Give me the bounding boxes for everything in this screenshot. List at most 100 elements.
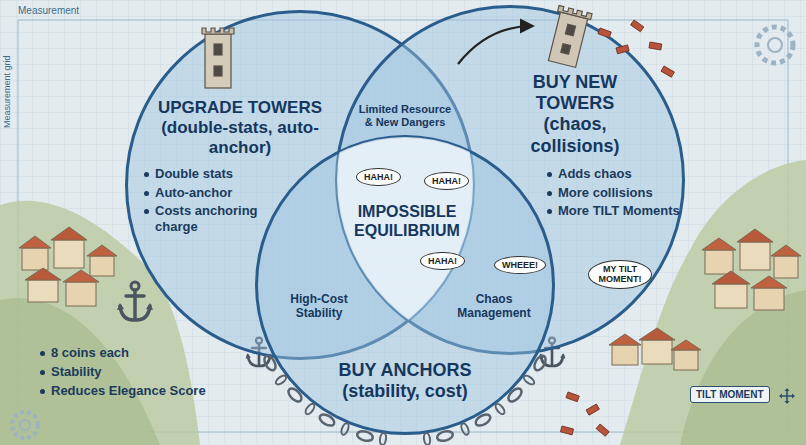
illustration-rect <box>774 256 798 278</box>
bullet-list: Double statsAuto-anchorCosts anchoring c… <box>142 166 270 234</box>
illustration-polygon <box>51 227 87 240</box>
illustration-polygon <box>63 270 99 282</box>
illustration-rect <box>205 34 231 88</box>
illustration-ellipse <box>286 386 304 404</box>
tag-label: TILT MOMENT <box>690 386 770 403</box>
illustration-path <box>780 389 794 403</box>
illustration-rect <box>586 404 599 415</box>
bullet-point: Costs anchoring charge <box>142 203 270 234</box>
illustration-polygon <box>702 238 736 250</box>
bullet-point: Double stats <box>142 166 270 182</box>
illustration-ellipse <box>356 430 374 443</box>
illustration-rect <box>705 250 733 274</box>
illustration-ellipse <box>506 386 524 404</box>
circle-heading: BUY NEW TOWERS (chaos, collisions) <box>505 72 645 157</box>
illustration-ellipse <box>423 433 431 445</box>
illustration-polygon <box>771 245 801 256</box>
center-label: IMPOSSIBLE EQUILIBRIUM <box>352 202 462 240</box>
anchor-chain <box>262 354 548 445</box>
speech-bubble: MY TILT MOMENT! <box>588 260 652 289</box>
illustration-ellipse <box>474 412 492 428</box>
illustration-ellipse <box>262 354 278 372</box>
illustration-path <box>779 388 795 404</box>
illustration-rect <box>596 424 609 436</box>
illustration-rect <box>66 282 96 306</box>
circle-heading: UPGRADE TOWERS (double-stats, auto-ancho… <box>152 98 328 158</box>
illustration-use <box>117 282 153 320</box>
circle-heading: BUY ANCHORS (stability, cost) <box>315 360 495 402</box>
illustration-rect <box>90 256 114 276</box>
illustration-rect <box>565 24 575 36</box>
illustration-rect <box>54 240 84 268</box>
bullet-point: Adds chaos <box>545 166 680 182</box>
region-label: Chaos Management <box>452 292 536 321</box>
corner-label: Measurement <box>18 5 79 16</box>
illustration-polygon <box>737 229 773 242</box>
illustration-ellipse <box>379 433 387 445</box>
tilt-icon <box>779 388 795 404</box>
illustration-polygon <box>712 271 750 284</box>
illustration-ellipse <box>436 430 454 443</box>
bullet-point: 8 coins each <box>38 345 129 361</box>
illustration-polygon <box>639 328 675 340</box>
illustration-rect <box>631 20 644 32</box>
illustration-path <box>202 28 234 34</box>
illustration-polygon <box>25 268 61 280</box>
illustration-polygon <box>671 340 701 350</box>
illustration-polygon <box>87 245 117 256</box>
illustration-rect <box>561 44 571 55</box>
bullet-list: Adds chaosMore collisionsMore TILT Momen… <box>545 166 680 219</box>
illustration-circle <box>257 137 553 433</box>
illustration-ellipse <box>340 422 350 435</box>
illustration-rect <box>566 392 579 402</box>
bullet-point: Reduces Elegance Score <box>38 383 206 399</box>
illustration-rect <box>674 350 698 370</box>
illustration-polygon <box>609 334 641 345</box>
illustration-path <box>680 290 806 445</box>
illustration-polygon <box>751 276 787 288</box>
bullet-point: Stability <box>38 364 102 380</box>
illustration-rect <box>754 288 784 310</box>
bullet-point: More TILT Moments <box>545 203 680 219</box>
illustration-ellipse <box>494 402 506 415</box>
illustration-rect <box>214 44 222 55</box>
illustration-path <box>558 6 592 20</box>
illustration-rect <box>598 28 611 38</box>
illustration-ellipse <box>460 422 470 435</box>
leaning-tower <box>546 6 593 69</box>
region-label: High-Cost Stability <box>278 292 360 321</box>
venn-circle-shape <box>257 137 554 434</box>
illustration-g <box>257 137 553 433</box>
illustration-ellipse <box>318 412 336 428</box>
bullet-point: Auto-anchor <box>142 185 270 201</box>
illustration-rect <box>649 42 662 50</box>
stone-tower <box>202 28 234 88</box>
illustration-rect <box>22 248 48 270</box>
illustration-rect <box>740 242 770 270</box>
illustration-rect <box>616 45 629 54</box>
illustration-circle <box>20 420 30 430</box>
illustration-rect <box>661 66 674 77</box>
region-label: Limited Resource & New Dangers <box>355 103 455 129</box>
illustration-rect <box>560 426 573 435</box>
illustration-rect <box>214 66 222 76</box>
illustration-ellipse <box>304 402 316 415</box>
flying-bricks <box>560 20 674 436</box>
axis-label: Measurement grid <box>3 55 13 128</box>
illustration-ellipse <box>522 374 535 386</box>
illustration-ellipse <box>274 374 287 386</box>
illustration-polygon <box>19 236 51 248</box>
illustration-rect <box>548 12 587 67</box>
illustration-rect <box>642 340 672 364</box>
illustration-ellipse <box>532 354 548 372</box>
illustration-rect <box>28 280 58 302</box>
illustration-circle <box>757 27 793 63</box>
illustration-rect <box>715 284 747 308</box>
bullet-point: More collisions <box>545 185 680 201</box>
illustration-circle <box>768 38 782 52</box>
illustration-circle <box>12 412 38 438</box>
curved-arrow <box>458 26 532 64</box>
